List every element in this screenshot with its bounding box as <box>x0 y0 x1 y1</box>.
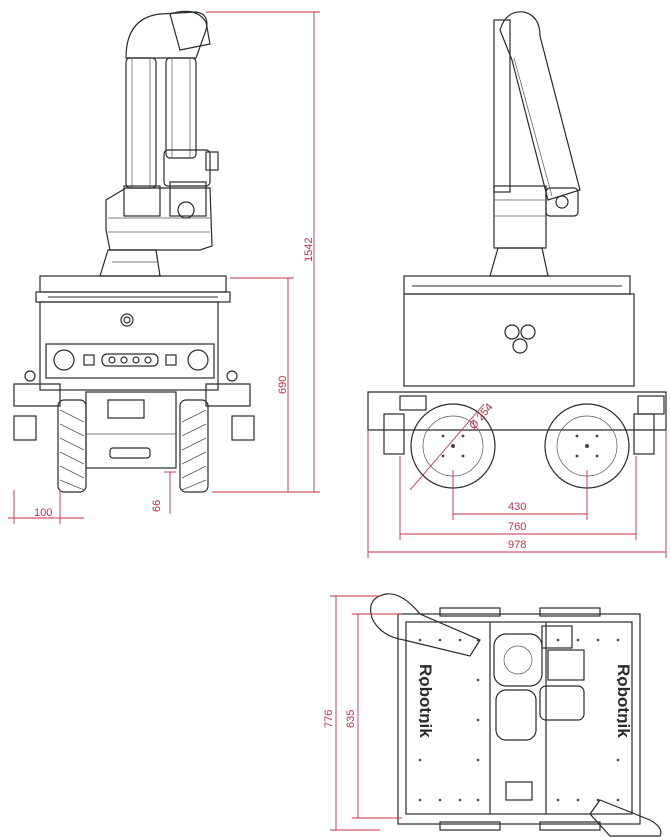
side-base <box>367 275 667 455</box>
front-wheels <box>57 399 209 493</box>
dim-length-total: 776 <box>323 710 335 728</box>
dim-track-width: 760 <box>508 521 526 533</box>
top-arm-base <box>493 625 585 741</box>
side-arm <box>489 11 581 277</box>
dim-wheel-diameter: Ø 254 <box>467 401 495 432</box>
dim-wheel-spacing: 430 <box>508 501 526 513</box>
top-arm-upper <box>370 593 481 657</box>
front-dimensions <box>8 11 320 524</box>
logo-left: Robotnik <box>416 664 435 738</box>
top-arm-lower <box>589 799 662 837</box>
front-base <box>13 275 255 469</box>
side-view: Ø 254 430 760 978 <box>367 11 667 558</box>
dim-ground-clearance: 66 <box>151 500 163 512</box>
top-view: Robotnik Robotnik 776 635 <box>323 593 662 837</box>
top-bolt-grid <box>418 638 620 802</box>
side-dimensions <box>367 403 667 558</box>
dim-total-width: 978 <box>508 539 526 551</box>
front-view: 1542 690 66 100 <box>8 10 320 524</box>
logo-right: Robotnik <box>614 664 633 738</box>
dim-length-base: 635 <box>345 710 357 728</box>
front-arm <box>99 10 219 277</box>
dim-height-total: 1542 <box>303 238 315 262</box>
dim-height-base: 690 <box>277 376 289 394</box>
side-wheels <box>410 403 630 489</box>
dim-wheel-offset: 100 <box>34 507 52 519</box>
top-dimensions <box>330 595 402 831</box>
